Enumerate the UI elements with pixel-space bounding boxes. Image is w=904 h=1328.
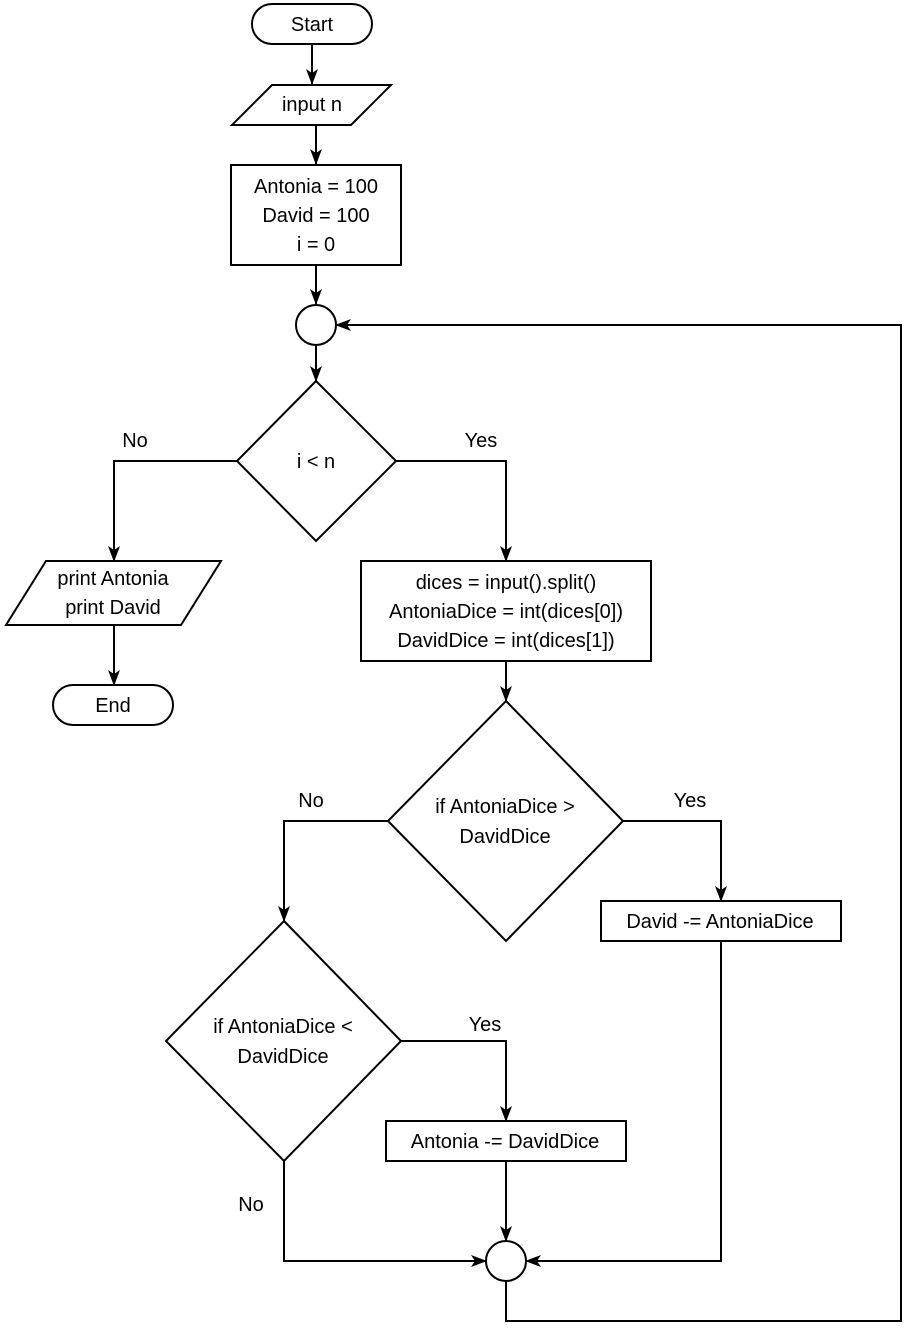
- david-loses-label: David -= AntoniaDice: [626, 911, 813, 933]
- less-no-label: No: [238, 1194, 264, 1216]
- compare-less-label: DavidDice: [237, 1046, 328, 1068]
- compare-less-label: if AntoniaDice <: [213, 1016, 353, 1038]
- compare-less-decision: if AntoniaDice < DavidDice: [164, 919, 403, 1163]
- edge-less-no-to-merge: [283, 1161, 487, 1267]
- start-terminator: Start: [251, 3, 373, 45]
- read-dice-label: AntoniaDice = int(dices[0]): [389, 601, 623, 623]
- read-dice-process-box: dices = input().split() AntoniaDice = in…: [360, 560, 652, 662]
- edge-greater-yes-to-david-loses: [623, 820, 727, 902]
- init-label: David = 100: [262, 205, 369, 227]
- edge-less-yes-to-antonia-loses: [401, 1040, 512, 1122]
- antonia-loses-process-box: Antonia -= DavidDice: [385, 1120, 627, 1162]
- david-loses-process-box: David -= AntoniaDice: [600, 900, 842, 942]
- edge-condition-no-to-output: [108, 460, 237, 562]
- output-label: print Antonia: [57, 568, 169, 590]
- loop-yes-label: Yes: [465, 430, 498, 452]
- init-label: i = 0: [297, 234, 335, 256]
- edge-greater-no-to-compare-less: [278, 820, 388, 922]
- compare-greater-decision: if AntoniaDice > DavidDice: [386, 699, 625, 943]
- antonia-loses-label: Antonia -= DavidDice: [411, 1131, 599, 1153]
- compare-greater-label: if AntoniaDice >: [435, 796, 575, 818]
- output-label: print David: [65, 597, 161, 619]
- loop-condition-decision: i < n: [235, 379, 398, 543]
- end-terminator: End: [52, 684, 174, 726]
- loop-condition-label: i < n: [297, 451, 335, 473]
- input-n-label: input n: [282, 94, 342, 116]
- greater-yes-label: Yes: [674, 790, 707, 812]
- read-dice-label: DavidDice = int(dices[1]): [397, 630, 614, 652]
- loop-no-label: No: [122, 430, 148, 452]
- input-n-parallelogram: input n: [229, 84, 394, 126]
- edge-condition-yes-to-read-dice: [396, 460, 512, 562]
- merge-junction-connector: [485, 1240, 527, 1282]
- greater-no-label: No: [298, 790, 324, 812]
- edge-merge-back-to-loop: [335, 319, 902, 1322]
- compare-greater-label: DavidDice: [459, 826, 550, 848]
- init-label: Antonia = 100: [254, 176, 378, 198]
- read-dice-label: dices = input().split(): [416, 572, 597, 594]
- edges: [108, 44, 902, 1322]
- loop-junction-connector: [295, 304, 337, 346]
- output-parallelogram: print Antonia print David: [4, 560, 223, 626]
- less-yes-label: Yes: [469, 1014, 502, 1036]
- edge-david-loses-to-merge: [525, 941, 722, 1267]
- start-label: Start: [291, 14, 334, 36]
- end-label: End: [95, 695, 131, 717]
- init-process-box: Antonia = 100 David = 100 i = 0: [230, 164, 402, 266]
